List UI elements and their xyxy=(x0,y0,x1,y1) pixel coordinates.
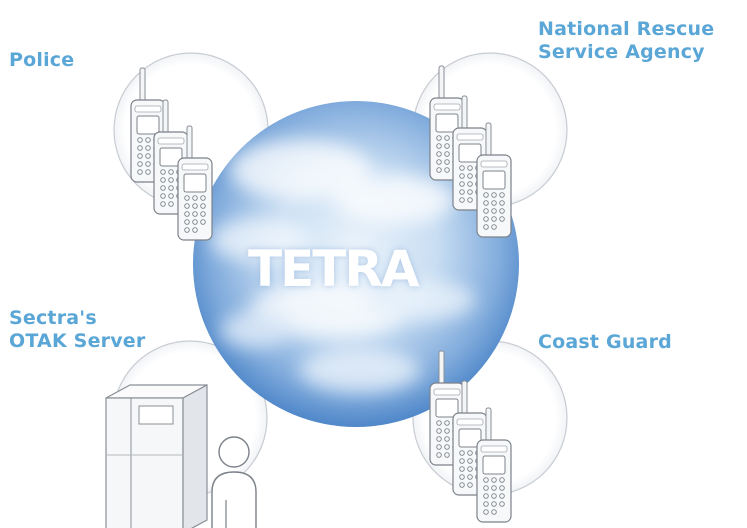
sectra-label: Sectra's OTAK Server xyxy=(9,307,145,353)
nrsa-label-line-2: Service Agency xyxy=(538,41,705,63)
coast-guard-label-line: Coast Guard xyxy=(538,331,672,353)
tetra-network-circle xyxy=(193,101,519,427)
sectra-label-line-1: Sectra's xyxy=(9,307,97,329)
nrsa-label-line-1: National Rescue xyxy=(538,18,715,40)
police-label-line: Police xyxy=(9,49,75,71)
server-cabinet-icon xyxy=(105,383,208,528)
operator-person-icon xyxy=(211,436,257,528)
tetra-title: TETRA xyxy=(248,240,420,298)
nrsa-label: National Rescue Service Agency xyxy=(538,18,714,64)
sectra-label-line-2: OTAK Server xyxy=(9,330,146,352)
police-label: Police xyxy=(9,49,74,72)
coast-guard-label: Coast Guard xyxy=(538,331,672,354)
